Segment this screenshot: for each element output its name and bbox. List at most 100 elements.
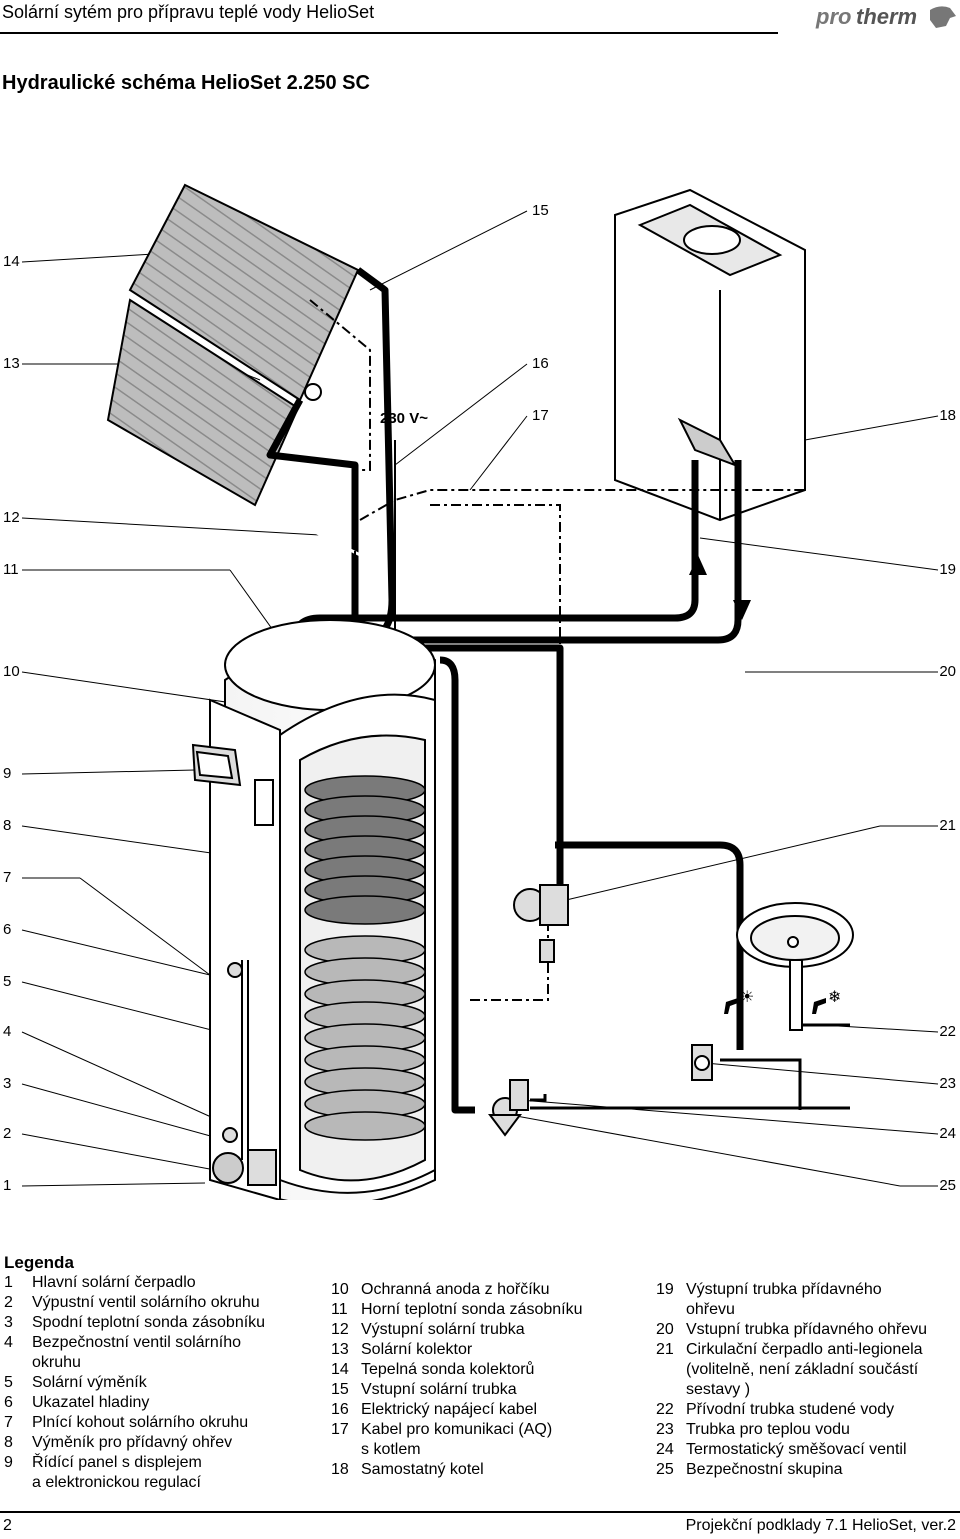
legend-item-number: 19: [656, 1281, 674, 1298]
legend-item-text: Trubka pro teplou vodu: [686, 1421, 850, 1438]
legend-item-text: Samostatný kotel: [361, 1461, 484, 1478]
legend-item: 15 Vstupní solární trubka: [331, 1380, 631, 1400]
callout-number: 9: [3, 765, 12, 782]
circulation-pump: [513, 884, 569, 963]
callout-number: 16: [532, 355, 549, 372]
callout-number: 11: [3, 561, 19, 578]
legend-item-number: 7: [4, 1414, 13, 1431]
callout-number: 18: [939, 407, 956, 424]
callout-number: 17: [532, 407, 549, 424]
legend-item-number: 25: [656, 1461, 674, 1478]
voltage-label: 230 V~: [380, 410, 428, 427]
solar-collectors: [106, 183, 360, 507]
legend-item: 4 Bezpečnostní ventil solárního okruhu: [4, 1333, 304, 1373]
callout-number: 25: [939, 1177, 956, 1194]
svg-text:☀: ☀: [740, 987, 754, 1006]
callout-number: 23: [939, 1075, 956, 1092]
legend-item-text: Vstupní trubka přídavného ohřevu: [686, 1321, 928, 1338]
legend-item-number: 21: [656, 1341, 674, 1358]
legend-item-number: 3: [4, 1314, 13, 1331]
legend-item-text: Vstupní solární trubka: [361, 1381, 517, 1398]
callout-number: 7: [3, 869, 12, 886]
boiler: [614, 188, 806, 522]
collector-sensor: [304, 383, 322, 401]
footer-rule: [0, 1511, 960, 1513]
legend-item-text: Bezpečnostní skupina: [686, 1461, 843, 1478]
legend-item-text: Cirkulační čerpadlo anti-legionela (voli…: [686, 1341, 923, 1398]
legend-item: 19 Výstupní trubka přídavného ohřevu: [656, 1280, 956, 1320]
legend-item-number: 18: [331, 1461, 349, 1478]
legend-item-text: Spodní teplotní sonda zásobníku: [32, 1314, 266, 1331]
legend-item-number: 16: [331, 1401, 349, 1418]
flow-arrow-down: [733, 600, 751, 620]
legend-item-text: Ukazatel hladiny: [32, 1394, 150, 1411]
legend-item-number: 17: [331, 1421, 349, 1438]
solar-pump-group: [212, 960, 277, 1186]
legend-item-text: Hlavní solární čerpadlo: [32, 1274, 196, 1291]
legend-item-number: 2: [4, 1294, 13, 1311]
legend-item-text: Tepelná sonda kolektorů: [361, 1361, 535, 1378]
legend-item-text: Elektrický napájecí kabel: [361, 1401, 538, 1418]
legend-item-text: Výstupní solární trubka: [361, 1321, 525, 1338]
legend-item-number: 4: [4, 1334, 13, 1351]
callout-number: 19: [939, 561, 956, 578]
legend-item-number: 11: [331, 1301, 348, 1318]
legend-item: 20 Vstupní trubka přídavného ohřevu: [656, 1320, 956, 1340]
legend-item: 9 Řídící panel s displejem a elektronicko…: [4, 1453, 304, 1493]
legend-item-number: 12: [331, 1321, 349, 1338]
callout-number: 14: [3, 253, 20, 270]
legend-item-number: 20: [656, 1321, 674, 1338]
legend-item-text: Kabel pro komunikaci (AQ) s kotlem: [361, 1421, 553, 1458]
running-title: Solární sytém pro přípravu teplé vody He…: [2, 2, 375, 22]
callout-number: 10: [3, 663, 20, 680]
hot-water-tap-icon: ☀: [724, 987, 754, 1014]
legend-item-number: 23: [656, 1421, 674, 1438]
callout-number: 24: [939, 1125, 956, 1142]
legend-item-number: 14: [331, 1361, 349, 1378]
legend-item-text: Výstupní trubka přídavného ohřevu: [686, 1281, 882, 1318]
svg-text:therm: therm: [856, 4, 917, 29]
page-title: Hydraulické schéma HelioSet 2.250 SC: [2, 72, 370, 94]
legend-item-number: 24: [656, 1441, 674, 1458]
cables: [309, 299, 805, 1001]
page-number: 2: [3, 1517, 12, 1534]
callout-number: 21: [939, 817, 956, 834]
sink: [736, 902, 854, 1031]
legend-item: 11 Horní teplotní sonda zásobníku: [331, 1300, 631, 1320]
legend-item-number: 6: [4, 1394, 13, 1411]
legend-item-number: 9: [4, 1454, 13, 1471]
legend-item-text: Bezpečnostní ventil solárního okruhu: [32, 1334, 242, 1371]
legend-item-text: Ochranná anoda z hořčíku: [361, 1281, 550, 1298]
legend-item: 3 Spodní teplotní sonda zásobníku: [4, 1313, 304, 1333]
callout-number: 3: [3, 1075, 12, 1092]
legend-item-text: Horní teplotní sonda zásobníku: [361, 1301, 583, 1318]
callout-number: 5: [3, 973, 12, 990]
document-reference: Projekční podklady 7.1 HelioSet, ver.2: [685, 1517, 956, 1534]
legend-item-text: Solární výměník: [32, 1374, 147, 1391]
callout-number: 12: [3, 509, 20, 526]
legend-item-text: Řídící panel s displejem a elektronickou…: [32, 1454, 202, 1491]
tap-valve: [691, 1044, 713, 1081]
protherm-logo: pro therm: [815, 4, 956, 29]
callout-number: 13: [3, 355, 20, 372]
legend-item: 16 Elektrický napájecí kabel: [331, 1400, 631, 1420]
legend-item: 6 Ukazatel hladiny: [4, 1393, 304, 1413]
callout-number: 1: [3, 1177, 12, 1194]
mixing-valve: [488, 1079, 529, 1137]
control-panel: [191, 698, 281, 1200]
callout-number: 6: [3, 921, 12, 938]
legend-item-number: 15: [331, 1381, 349, 1398]
callout-number: 8: [3, 817, 12, 834]
legend-item: 14 Tepelná sonda kolektorů: [331, 1360, 631, 1380]
legend-item: 25 Bezpečnostní skupina: [656, 1460, 956, 1480]
legend-item: 23 Trubka pro teplou vodu: [656, 1420, 956, 1440]
